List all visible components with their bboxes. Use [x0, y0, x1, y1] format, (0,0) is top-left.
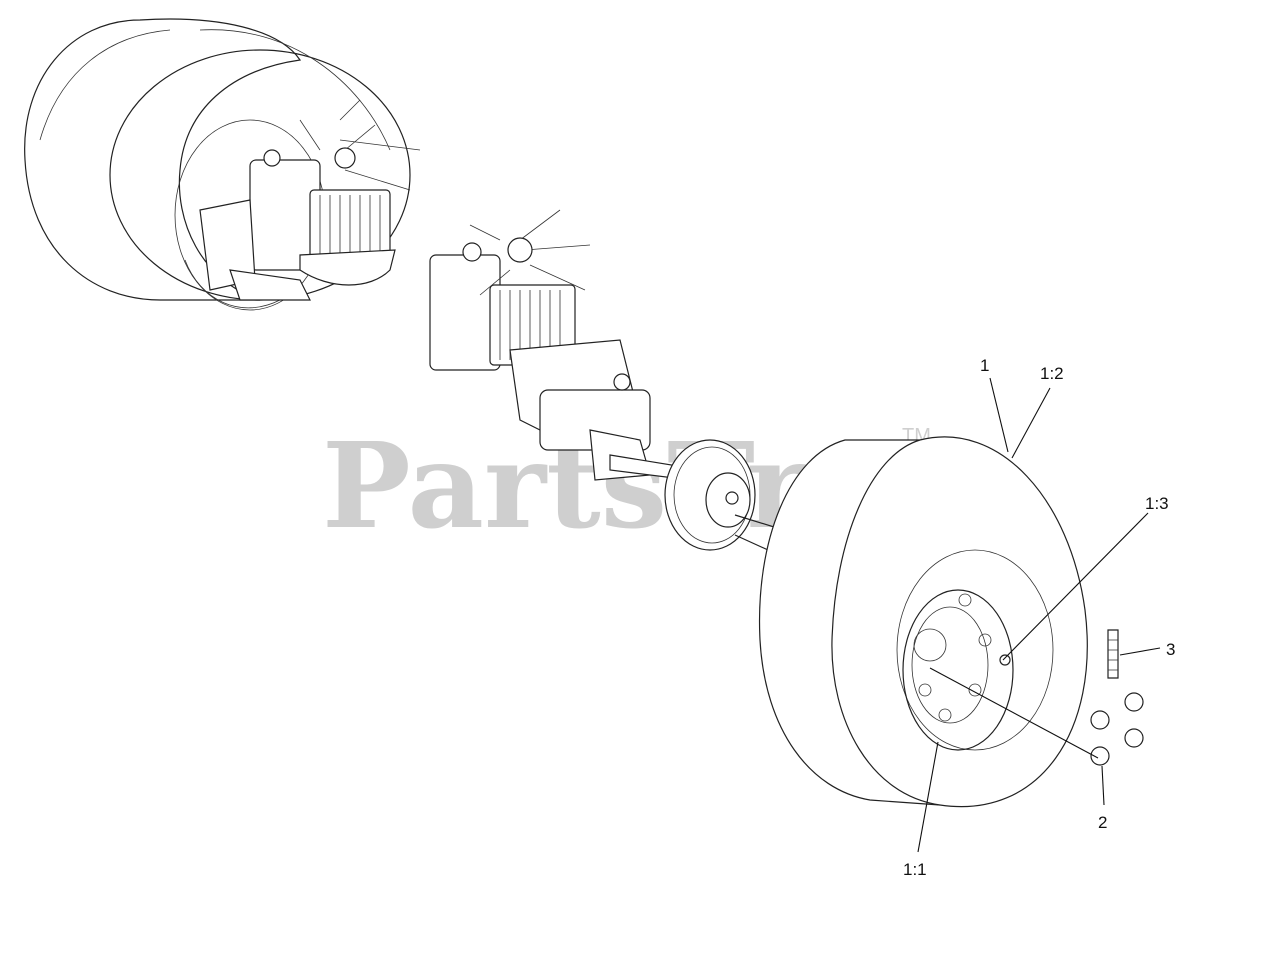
right-tire: [758, 436, 1088, 808]
lug-nuts: [1090, 692, 1144, 766]
callout-labels: 1 1:2 1:3 3 2 1:1: [903, 356, 1175, 879]
callout-1-3: 1:3: [1145, 494, 1169, 513]
right-transmission: [429, 209, 691, 481]
valve-stem: [1107, 629, 1119, 679]
callout-1: 1: [980, 356, 989, 375]
callout-1-1: 1:1: [903, 860, 927, 879]
leader-lines: [917, 377, 1161, 853]
callout-3: 3: [1166, 640, 1175, 659]
left-transmission: [199, 99, 421, 301]
wheel-hub: [664, 439, 801, 561]
callout-1-2: 1:2: [1040, 364, 1064, 383]
callout-2: 2: [1098, 813, 1107, 832]
